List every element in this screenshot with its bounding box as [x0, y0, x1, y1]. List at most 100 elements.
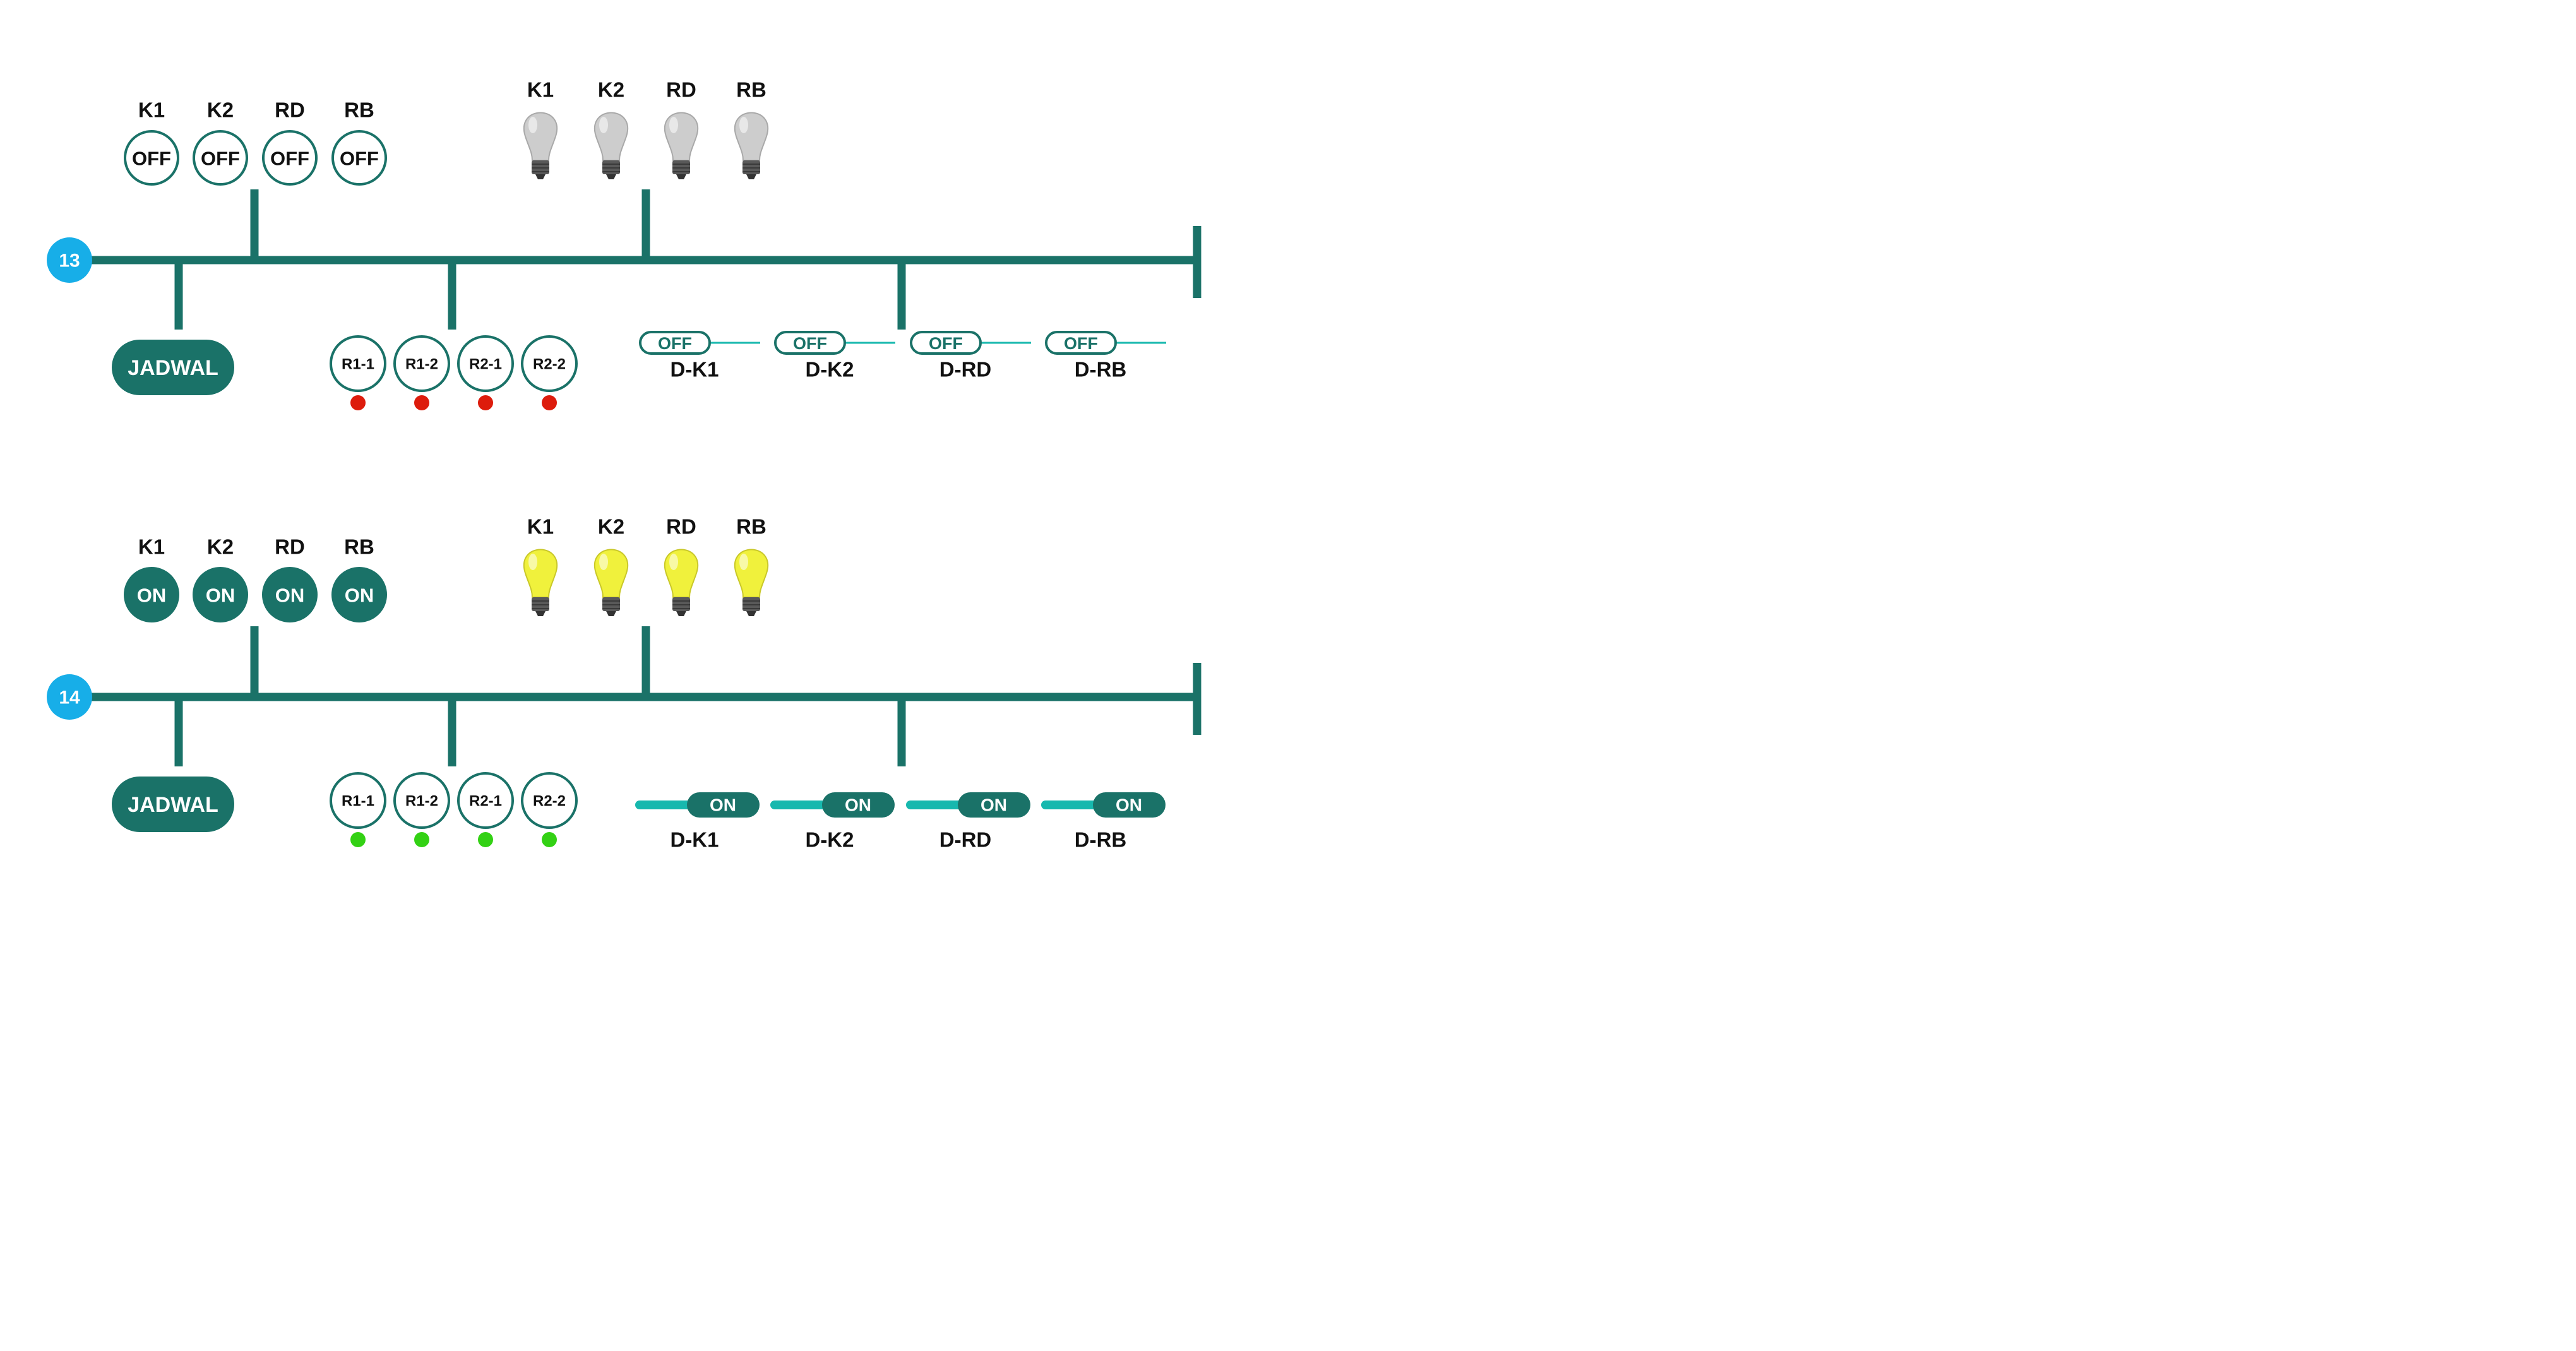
toggle-knob[interactable] [822, 792, 895, 818]
bulb-tip [535, 611, 546, 616]
relay-label: R1-1 [342, 793, 374, 810]
jadwal-button-shape[interactable] [112, 777, 234, 832]
switch-circle[interactable] [262, 130, 318, 186]
badge-number: 13 [59, 251, 80, 271]
toggle-d-rd[interactable]: OFF D-RD [910, 331, 1031, 381]
switch-circle[interactable] [331, 567, 387, 622]
relay-circle [457, 772, 514, 829]
toggle-state-text: ON [710, 795, 736, 815]
relay-status-led-green [542, 832, 557, 847]
toggle-d-k2[interactable]: ON D-K2 [770, 792, 895, 852]
toggle-d-k1[interactable]: ON D-K1 [635, 792, 760, 852]
bulb-tip [746, 611, 756, 616]
jadwal-button-shape[interactable] [112, 340, 234, 395]
relay-r2-1: R2-1 [457, 335, 514, 410]
relay-status-led-red [350, 395, 366, 410]
switch-label: RB [344, 535, 374, 559]
relay-status-led-green [350, 832, 366, 847]
toggle-state-text: ON [845, 795, 871, 815]
toggle-d-rb[interactable]: OND-RB [1041, 792, 1166, 852]
toggle-label: D-K2 [805, 828, 854, 852]
bulb-tip [676, 611, 686, 616]
toggle-knob[interactable] [1045, 331, 1117, 355]
toggle-label: D-K1 [670, 828, 719, 852]
relay-label: R2-2 [533, 356, 566, 373]
bulb-tip [606, 611, 616, 616]
relay-r1-2: R1-2 [393, 335, 450, 410]
lamp-label: K2 [598, 78, 624, 102]
toggle-label: D-RB [1075, 358, 1126, 381]
relay-r1-2: R1-2 [393, 772, 450, 847]
bulb-highlight [528, 554, 537, 570]
jadwal-button[interactable]: JADWAL [112, 340, 234, 395]
lamp-label: K1 [527, 515, 554, 539]
switch-label: K2 [207, 535, 234, 559]
toggle-knob[interactable] [687, 792, 760, 818]
relay-r1-1: R1-1 [330, 772, 386, 847]
switch-rb[interactable]: RB ON [331, 535, 387, 622]
switch-circle[interactable] [124, 567, 179, 622]
toggle-state-text: OFF [1064, 334, 1098, 353]
toggle-knob[interactable] [639, 331, 711, 355]
bulb-glass [734, 549, 769, 598]
switch-label: K1 [138, 98, 165, 122]
toggle-label: D-RD [939, 358, 991, 381]
toggle-d-rd[interactable]: OND-RD [906, 792, 1030, 852]
lamp-label: RB [736, 515, 766, 539]
relay-r2-2: R2-2 [521, 335, 578, 410]
relay-status-led-red [478, 395, 493, 410]
relay-label: R2-1 [469, 356, 502, 373]
toggle-state-text: OFF [929, 334, 963, 353]
bulb-highlight [599, 117, 608, 133]
switch-label: K1 [138, 535, 165, 559]
relay-circle [330, 335, 386, 392]
switch-circle[interactable] [124, 130, 179, 186]
light-bulb-off-icon: RB [734, 78, 769, 179]
toggle-label: D-K2 [805, 358, 854, 381]
relay-circle [521, 772, 578, 829]
relay-circle [521, 335, 578, 392]
relay-label: R1-2 [405, 356, 438, 373]
switch-state-text: OFF [201, 148, 240, 170]
switch-circle[interactable] [193, 567, 248, 622]
toggle-knob[interactable] [774, 331, 846, 355]
switch-rb[interactable]: RB OFF [331, 98, 387, 186]
switch-state-text: ON [345, 585, 374, 607]
toggle-knob[interactable] [910, 331, 982, 355]
toggle-d-rb[interactable]: OFF D-RB [1045, 331, 1166, 381]
switch-circle[interactable] [193, 130, 248, 186]
lamp-label: K1 [527, 78, 554, 102]
switch-circle[interactable] [331, 130, 387, 186]
switch-label: K2 [207, 98, 234, 122]
switch-state-text: OFF [132, 148, 171, 170]
relay-status-led-green [478, 832, 493, 847]
switch-state-text: ON [206, 585, 236, 607]
relay-status-led-red [414, 395, 429, 410]
relay-label: R2-2 [533, 793, 566, 810]
toggle-state-text: OFF [658, 334, 692, 353]
switch-circle[interactable] [262, 567, 318, 622]
jadwal-button[interactable]: JADWAL [112, 777, 234, 832]
toggle-knob[interactable] [958, 792, 1030, 818]
light-bulb-off-icon: K2 [593, 78, 629, 179]
light-bulb-on-icon: K1 [523, 515, 558, 616]
relay-r1-1: R1-1 [330, 335, 386, 410]
switch-label: RB [344, 98, 374, 122]
relay-status-led-green [414, 832, 429, 847]
bulb-highlight [528, 117, 537, 133]
toggle-knob[interactable] [1093, 792, 1166, 818]
relay-circle [330, 772, 386, 829]
bulb-highlight [669, 554, 678, 570]
relay-label: R2-1 [469, 793, 502, 810]
switch-state-text: OFF [340, 148, 379, 170]
badge-number: 14 [59, 687, 80, 708]
